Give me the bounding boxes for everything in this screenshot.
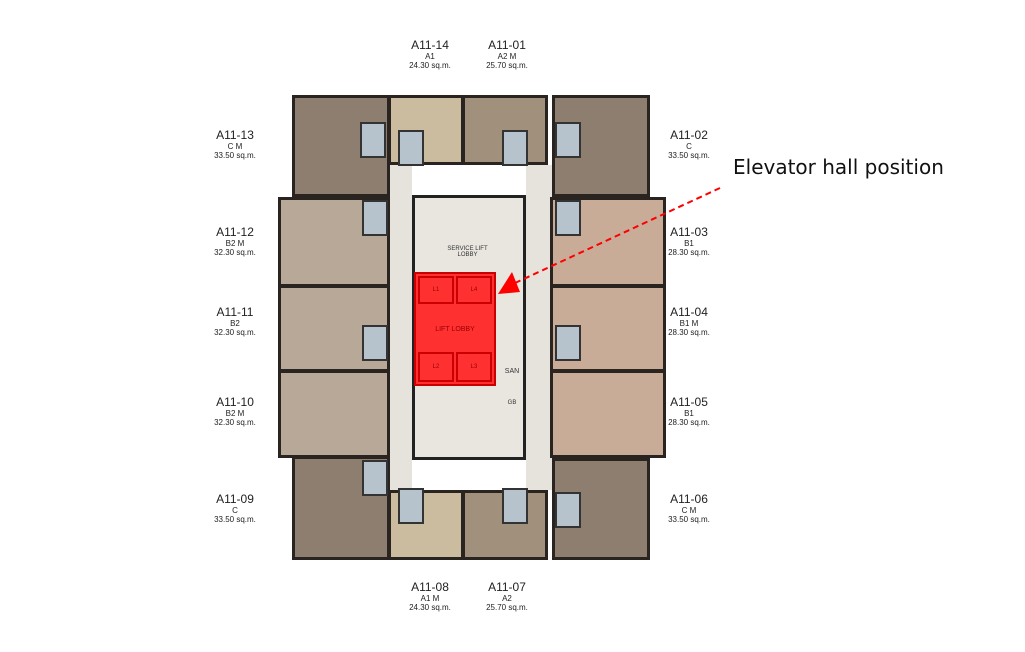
unit-area: 32.30 sq.m. bbox=[214, 248, 256, 257]
unit-area: 25.70 sq.m. bbox=[486, 603, 528, 612]
lift-l1: L1 bbox=[418, 276, 454, 304]
unit-id: A11-09 bbox=[216, 492, 254, 506]
lift-l2: L2 bbox=[418, 352, 454, 382]
arrowhead-icon bbox=[498, 272, 520, 294]
unit-type: C bbox=[232, 506, 238, 515]
unit-area: 28.30 sq.m. bbox=[668, 418, 710, 427]
unit-type: B2 M bbox=[225, 409, 245, 418]
unit-area: 24.30 sq.m. bbox=[409, 603, 451, 612]
san-room-label: SAN bbox=[504, 368, 520, 375]
lift-l3: L3 bbox=[456, 352, 492, 382]
unit-id: A11-12 bbox=[216, 225, 254, 239]
unit-id: A11-01 bbox=[488, 38, 526, 52]
unit-id: A11-11 bbox=[216, 305, 254, 319]
unit-type: B2 bbox=[230, 319, 240, 328]
bathroom bbox=[362, 200, 388, 236]
unit-id: A11-08 bbox=[411, 580, 449, 594]
unit-type: B2 M bbox=[225, 239, 245, 248]
unit-type: B1 M bbox=[679, 319, 699, 328]
lift-l4: L4 bbox=[456, 276, 492, 304]
bathroom bbox=[362, 460, 388, 496]
unit-area: 28.30 sq.m. bbox=[668, 248, 710, 257]
unit-id: A11-03 bbox=[670, 225, 708, 239]
unit-area: 32.30 sq.m. bbox=[214, 418, 256, 427]
unit-id: A11-02 bbox=[670, 128, 708, 142]
unit-area: 33.50 sq.m. bbox=[214, 151, 256, 160]
lift-label: L3 bbox=[470, 364, 478, 370]
unit-type: B1 bbox=[684, 239, 694, 248]
annotation-label: Elevator hall position bbox=[733, 155, 944, 179]
unit-type: A2 M bbox=[497, 52, 517, 61]
unit-id: A11-05 bbox=[670, 395, 708, 409]
lift-label: L1 bbox=[432, 287, 440, 293]
bathroom bbox=[555, 492, 581, 528]
unit-a11-05 bbox=[550, 370, 666, 458]
dashed-pointer-line bbox=[514, 187, 721, 284]
unit-type: B1 bbox=[684, 409, 694, 418]
unit-type: C bbox=[686, 142, 692, 151]
unit-area: 28.30 sq.m. bbox=[668, 328, 710, 337]
unit-id: A11-07 bbox=[488, 580, 526, 594]
unit-area: 33.50 sq.m. bbox=[214, 515, 256, 524]
bathroom bbox=[555, 122, 581, 158]
gb-room-label: GB bbox=[507, 400, 517, 406]
unit-type: A2 bbox=[502, 594, 512, 603]
bathroom bbox=[502, 488, 528, 524]
unit-type: A1 M bbox=[420, 594, 440, 603]
bathroom bbox=[362, 325, 388, 361]
bathroom bbox=[555, 200, 581, 236]
unit-id: A11-13 bbox=[216, 128, 254, 142]
unit-area: 25.70 sq.m. bbox=[486, 61, 528, 70]
service-lift-lobby-label: SERVICE LIFT LOBBY bbox=[447, 246, 488, 258]
bathroom bbox=[555, 325, 581, 361]
unit-area: 33.50 sq.m. bbox=[668, 515, 710, 524]
lift-lobby-label: LIFT LOBBY bbox=[435, 325, 475, 333]
unit-area: 32.30 sq.m. bbox=[214, 328, 256, 337]
corridor-right bbox=[526, 165, 552, 490]
unit-id: A11-04 bbox=[670, 305, 708, 319]
lift-label: L4 bbox=[470, 287, 478, 293]
lift-label: L2 bbox=[432, 364, 440, 370]
unit-area: 24.30 sq.m. bbox=[409, 61, 451, 70]
unit-id: A11-14 bbox=[411, 38, 449, 52]
unit-type: A1 bbox=[425, 52, 435, 61]
unit-type: C M bbox=[681, 506, 697, 515]
bathroom bbox=[398, 130, 424, 166]
unit-area: 33.50 sq.m. bbox=[668, 151, 710, 160]
unit-id: A11-06 bbox=[670, 492, 708, 506]
unit-id: A11-10 bbox=[216, 395, 254, 409]
bathroom bbox=[398, 488, 424, 524]
bathroom bbox=[502, 130, 528, 166]
unit-type: C M bbox=[227, 142, 243, 151]
corridor-left bbox=[388, 165, 412, 490]
bathroom bbox=[360, 122, 386, 158]
